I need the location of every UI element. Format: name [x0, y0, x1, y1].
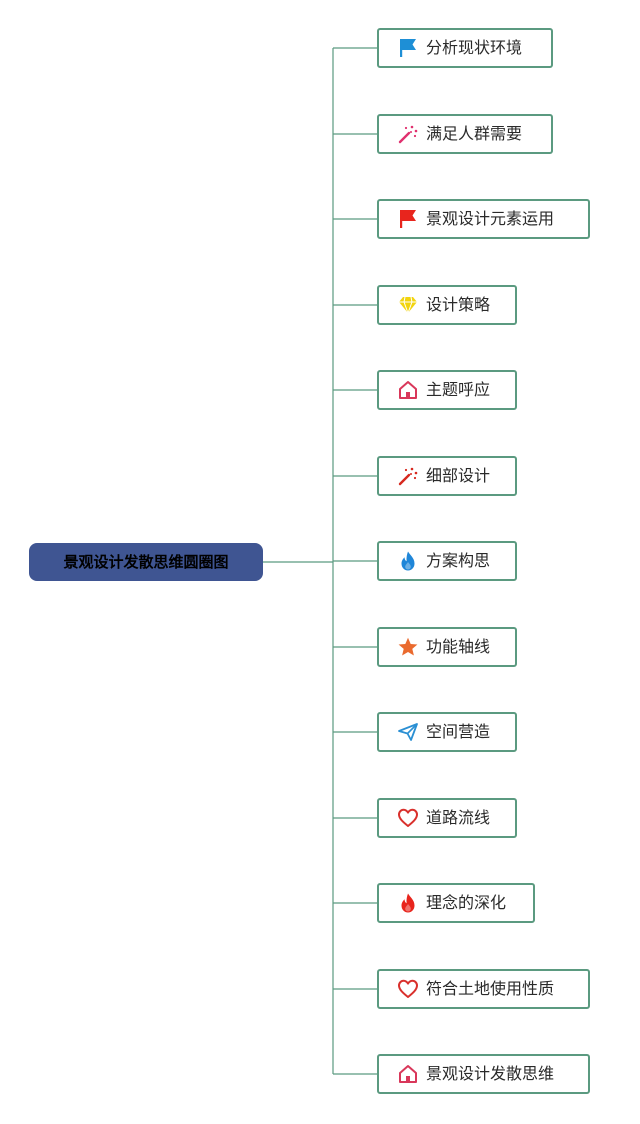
branch-node[interactable]: 道路流线 — [377, 798, 517, 838]
star-icon — [397, 636, 421, 658]
heart-icon — [397, 807, 421, 829]
branch-node[interactable]: 符合土地使用性质 — [377, 969, 590, 1009]
paper-plane-icon — [397, 721, 421, 743]
branch-node[interactable]: 空间营造 — [377, 712, 517, 752]
branch-node[interactable]: 主题呼应 — [377, 370, 517, 410]
branch-label: 功能轴线 — [426, 637, 491, 656]
branch-node[interactable]: 设计策略 — [377, 285, 517, 325]
branch-label: 细部设计 — [426, 466, 491, 485]
magic-wand-icon — [397, 465, 421, 487]
branch-label: 满足人群需要 — [426, 124, 523, 143]
branch-label: 理念的深化 — [426, 893, 507, 912]
heart-icon — [397, 978, 421, 1000]
flame-icon — [397, 892, 421, 914]
branch-label: 符合土地使用性质 — [426, 979, 555, 998]
branch-label: 景观设计元素运用 — [426, 209, 555, 228]
branch-label: 方案构思 — [426, 551, 491, 570]
diamond-icon — [397, 294, 421, 316]
house-icon — [397, 1063, 421, 1085]
magic-wand-icon — [397, 123, 421, 145]
branch-label: 设计策略 — [426, 295, 491, 314]
branch-node[interactable]: 景观设计元素运用 — [377, 199, 590, 239]
branch-label: 道路流线 — [426, 808, 491, 827]
flag-icon — [397, 37, 421, 59]
branch-label: 空间营造 — [426, 722, 491, 741]
branch-node[interactable]: 满足人群需要 — [377, 114, 553, 154]
house-icon — [397, 379, 421, 401]
branch-node[interactable]: 方案构思 — [377, 541, 517, 581]
root-topic[interactable]: 景观设计发散思维圆圈图 — [29, 543, 263, 581]
flag-icon — [397, 208, 421, 230]
branch-label: 景观设计发散思维 — [426, 1064, 555, 1083]
branch-node[interactable]: 细部设计 — [377, 456, 517, 496]
branch-node[interactable]: 理念的深化 — [377, 883, 535, 923]
branch-node[interactable]: 景观设计发散思维 — [377, 1054, 590, 1094]
branch-label: 分析现状环境 — [426, 38, 523, 57]
branch-label: 主题呼应 — [426, 380, 491, 399]
flame-icon — [397, 550, 421, 572]
branch-node[interactable]: 功能轴线 — [377, 627, 517, 667]
branch-node[interactable]: 分析现状环境 — [377, 28, 553, 68]
